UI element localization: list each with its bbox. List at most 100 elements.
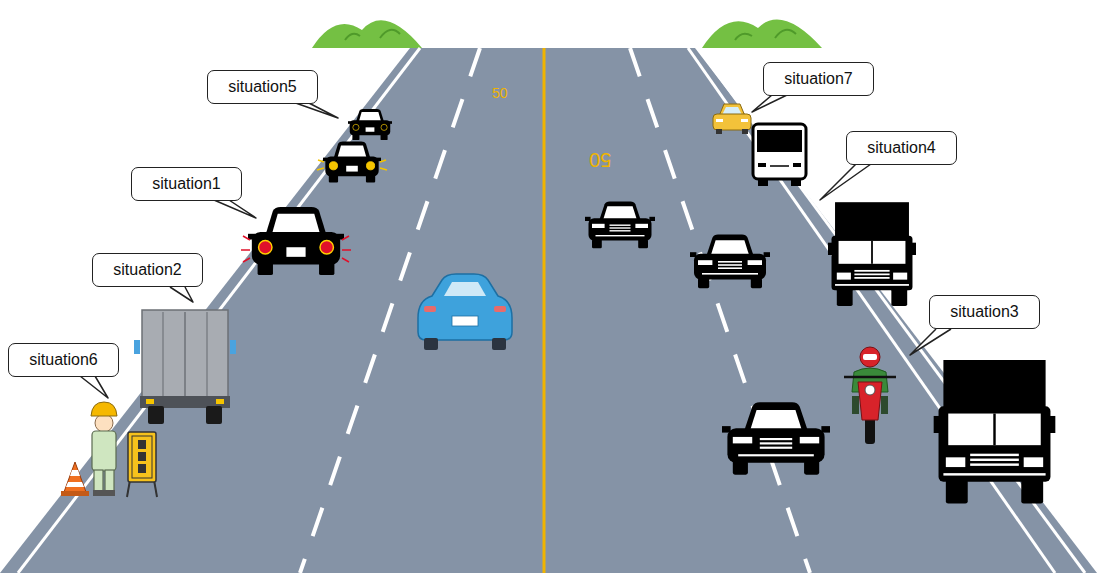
construction-site: [94, 470, 103, 492]
gray-truck: [148, 406, 164, 424]
hills: [312, 20, 822, 48]
road: [0, 48, 1097, 573]
oncoming-cars: [690, 235, 770, 289]
road: [543, 48, 546, 573]
bus: [791, 178, 801, 186]
callout-text: situation4: [867, 139, 936, 157]
construction-site: [92, 431, 116, 471]
oncoming-cars: [585, 201, 655, 248]
callout-box: situation2: [92, 253, 203, 287]
trucks: [828, 202, 916, 306]
callout-tails: [80, 95, 951, 398]
speed-marking: 50: [589, 150, 611, 170]
bus: [753, 124, 806, 186]
construction-site: [132, 436, 152, 478]
hazard-cars: [317, 109, 392, 183]
blue-car: [424, 338, 438, 350]
brake-car: [241, 236, 351, 262]
motorcycle: [881, 396, 888, 414]
taxi: [716, 119, 723, 122]
road: [0, 48, 1097, 573]
motorcycle: [844, 376, 896, 379]
gray-truck: [146, 399, 154, 404]
callout-tails: [80, 376, 108, 398]
road: [630, 48, 810, 573]
gray-truck: [206, 312, 208, 396]
blue-car: [424, 306, 436, 312]
motorcycle: [852, 396, 859, 414]
trucks: [934, 360, 1056, 504]
speed-marking: 50: [492, 86, 508, 100]
bus: [753, 124, 806, 179]
taxi: [742, 129, 748, 134]
bus: [770, 165, 789, 167]
bus: [758, 178, 768, 186]
construction-site: [138, 452, 146, 461]
blue-car: [494, 306, 506, 312]
gray-truck: [216, 399, 224, 404]
motorcycle: [863, 354, 877, 360]
hills: [702, 20, 822, 48]
callout-box: situation5: [207, 70, 318, 104]
taxi: [716, 129, 722, 134]
callout-box: situation4: [846, 131, 957, 165]
callout-text: situation6: [29, 351, 98, 369]
hills: [312, 20, 422, 48]
motorcycle: [858, 382, 882, 420]
motorcycle: [844, 347, 896, 444]
callout-text: situation5: [228, 78, 297, 96]
gray-truck: [134, 340, 140, 354]
blue-car: [418, 274, 512, 350]
gray-truck: [206, 406, 222, 424]
callout-tails: [910, 329, 951, 355]
trucks: [828, 202, 1055, 503]
callout-text: situation1: [152, 175, 221, 193]
construction-site: [105, 470, 114, 492]
construction-site: [93, 490, 104, 496]
callout-text: situation7: [784, 70, 853, 88]
construction-site: [91, 402, 117, 416]
hazard-cars: [317, 160, 387, 170]
construction-site: [70, 470, 80, 476]
gray-truck: [134, 310, 236, 424]
gray-truck: [230, 340, 236, 354]
hills: [345, 30, 400, 40]
construction-site: [64, 462, 86, 492]
taxi: [713, 104, 751, 134]
hazard-cars: [348, 109, 392, 140]
construction-site: [138, 464, 146, 473]
gray-truck: [142, 310, 228, 398]
construction-site: [128, 432, 156, 482]
callout-box: situation3: [929, 295, 1040, 329]
road: [688, 48, 1055, 573]
bus: [758, 163, 766, 167]
callout-box: situation6: [8, 343, 119, 377]
construction-site: [95, 414, 113, 432]
callout-box: situation1: [131, 167, 242, 201]
callout-tails: [170, 287, 193, 302]
taxi: [741, 119, 748, 122]
blue-car: [418, 274, 512, 340]
callout-tails: [820, 164, 871, 200]
bus: [793, 163, 801, 167]
construction-site: [138, 440, 146, 449]
callout-tails: [214, 200, 256, 218]
oncoming-cars: [722, 402, 830, 474]
blue-car: [492, 338, 506, 350]
blue-car: [444, 282, 486, 296]
brake-car: [241, 207, 351, 275]
hazard-cars: [323, 141, 381, 182]
construction-site: [104, 490, 115, 496]
construction-site: [61, 402, 157, 497]
callout-text: situation2: [113, 261, 182, 279]
gray-truck: [184, 312, 186, 396]
callout-text: situation3: [950, 303, 1019, 321]
road: [698, 48, 1085, 573]
oncoming-cars: [585, 201, 830, 474]
bus: [757, 130, 802, 152]
road: [18, 48, 420, 573]
construction-site: [61, 491, 89, 496]
construction-site: [66, 482, 84, 487]
hills: [735, 30, 796, 40]
motorcycle: [860, 347, 880, 367]
